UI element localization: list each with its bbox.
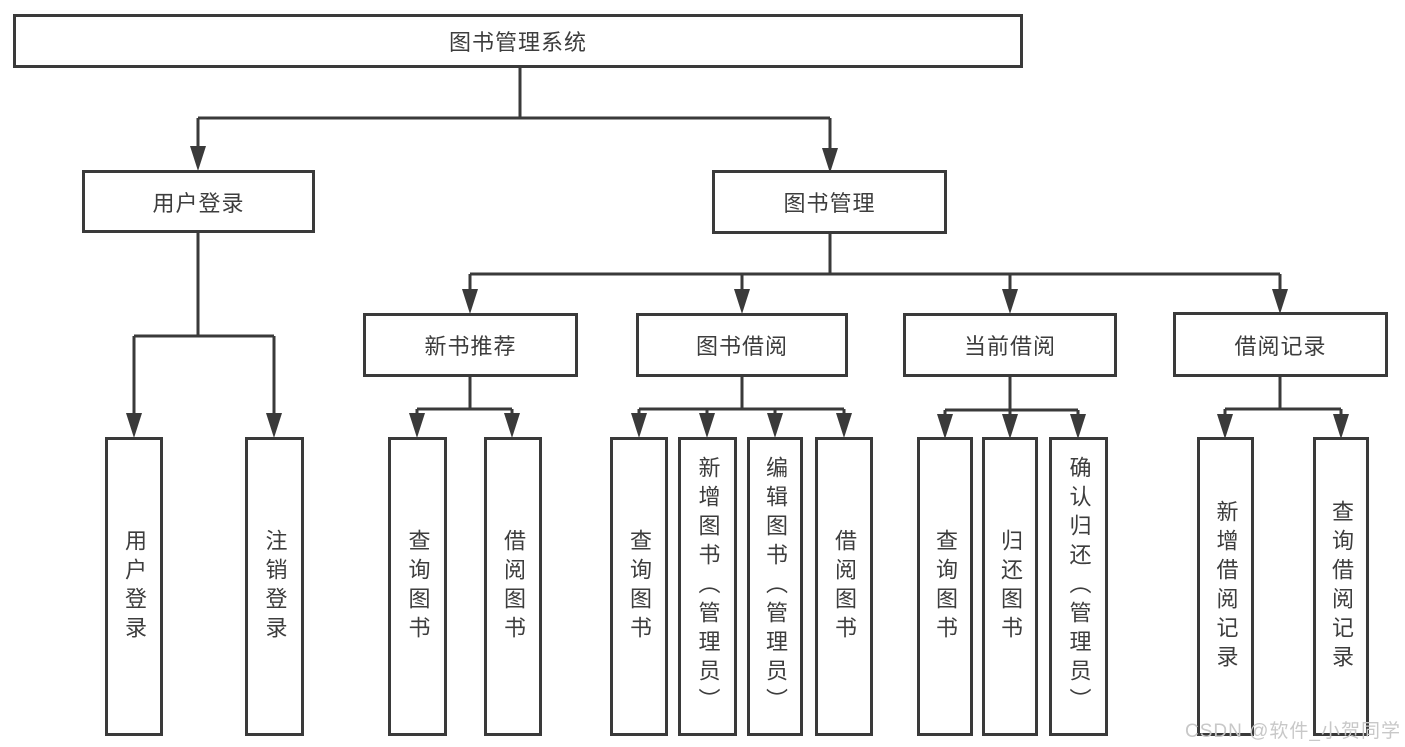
csdn-watermark: CSDN @软件_小贺同学 xyxy=(1185,721,1401,742)
node-label: 图书借阅 xyxy=(695,334,788,359)
leaf-query-borrow-record: 查询借阅记录 xyxy=(1313,437,1369,736)
leaf-add-book-admin: 新增图书（管理员） xyxy=(678,437,737,736)
node-label: 用户登录 xyxy=(152,190,245,216)
leaf-confirm-return-admin: 确认归还（管理员） xyxy=(1049,437,1108,736)
leaf-query-books-current: 查询图书 xyxy=(917,437,973,736)
node-label: 归还图书 xyxy=(998,528,1023,645)
node-label: 借阅图书 xyxy=(501,528,526,645)
node-label: 图书管理系统 xyxy=(448,30,587,55)
node-label: 新增借阅记录 xyxy=(1213,499,1239,674)
node-book-management: 图书管理 xyxy=(712,170,947,234)
node-book-borrowing: 图书借阅 xyxy=(636,313,848,377)
node-label: 查询图书 xyxy=(627,528,652,645)
leaf-user-login: 用户登录 xyxy=(105,437,163,736)
node-label: 查询借阅记录 xyxy=(1329,499,1354,674)
node-label: 当前借阅 xyxy=(963,334,1056,359)
node-label: 新书推荐 xyxy=(424,334,517,359)
leaf-borrow-books: 借阅图书 xyxy=(815,437,873,736)
leaf-logout: 注销登录 xyxy=(245,437,304,736)
node-label: 注销登录 xyxy=(262,528,288,645)
node-label: 图书管理 xyxy=(783,191,876,216)
leaf-edit-book-admin: 编辑图书（管理员） xyxy=(747,437,803,736)
leaf-query-books-borrow: 查询图书 xyxy=(610,437,668,736)
node-new-book-recommendation: 新书推荐 xyxy=(363,313,578,377)
node-label: 编辑图书（管理员） xyxy=(763,456,788,717)
node-label: 借阅记录 xyxy=(1234,333,1327,359)
node-current-borrowing: 当前借阅 xyxy=(903,313,1117,377)
node-borrowing-records: 借阅记录 xyxy=(1173,312,1388,377)
node-label: 查询图书 xyxy=(405,528,431,645)
leaf-query-books-recommend: 查询图书 xyxy=(388,437,447,736)
leaf-borrow-books-recommend: 借阅图书 xyxy=(484,437,542,736)
node-label: 用户登录 xyxy=(122,528,147,645)
node-label: 查询图书 xyxy=(933,528,958,645)
node-label: 新增图书（管理员） xyxy=(695,456,721,717)
node-library-management-system: 图书管理系统 xyxy=(13,14,1023,68)
node-user-login: 用户登录 xyxy=(82,170,315,233)
node-label: 借阅图书 xyxy=(832,528,857,645)
node-label: 确认归还（管理员） xyxy=(1066,456,1092,717)
leaf-return-books: 归还图书 xyxy=(982,437,1038,736)
leaf-add-borrow-record: 新增借阅记录 xyxy=(1197,437,1254,736)
